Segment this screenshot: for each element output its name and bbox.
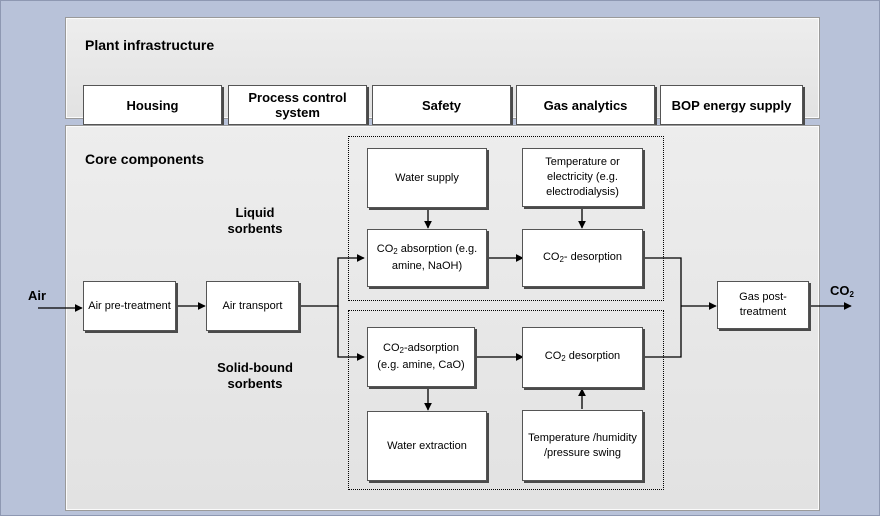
safety-box: Safety	[372, 85, 511, 125]
housing-box: Housing	[83, 85, 222, 125]
temperature-humidity-pressure-swing-box: Temperature /humidity /pressure swing	[522, 410, 643, 481]
water-extraction-box: Water extraction	[367, 411, 487, 481]
gas-posttreatment-box: Gas post-treatment	[717, 281, 809, 329]
gas-analytics-box: Gas analytics	[516, 85, 655, 125]
co2-absorption-box: CO2 absorption (e.g. amine, NaOH)	[367, 229, 487, 287]
temperature-electricity-box: Temperature or electricity (e.g. electro…	[522, 148, 643, 207]
core-components-title: Core components	[85, 151, 205, 167]
process-control-system-box: Process control system	[228, 85, 367, 125]
air-transport-box: Air transport	[206, 281, 299, 331]
air-pretreatment-box: Air pre-treatment	[83, 281, 176, 331]
plant-infrastructure-panel: Plant infrastructure Housing Process con…	[65, 17, 820, 125]
liquid-sorbents-group	[348, 136, 664, 301]
air-input-label: Air	[28, 288, 47, 303]
solid-sorbents-label: Solid-bound sorbents	[217, 360, 293, 391]
bop-energy-supply-box: BOP energy supply	[660, 85, 803, 125]
solid-sorbents-group	[348, 310, 664, 490]
co2-desorption-solid-box: CO2 desorption	[522, 327, 643, 388]
co2-output-label: CO2	[830, 283, 854, 299]
plant-infrastructure-title: Plant infrastructure	[85, 37, 215, 53]
co2-adsorption-box: CO2-adsorption (e.g. amine, CaO)	[367, 327, 475, 387]
co2-desorption-liquid-box: CO2- desorption	[522, 229, 643, 287]
liquid-sorbents-label: Liquid sorbents	[227, 205, 283, 236]
water-supply-box: Water supply	[367, 148, 487, 208]
